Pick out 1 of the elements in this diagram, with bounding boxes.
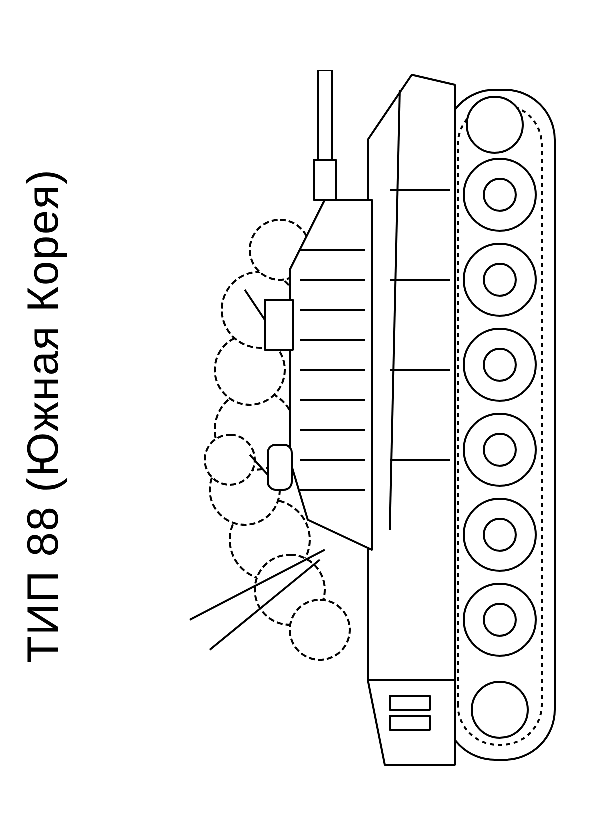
title: ТИП 88 (Южная Корея): [19, 168, 69, 664]
